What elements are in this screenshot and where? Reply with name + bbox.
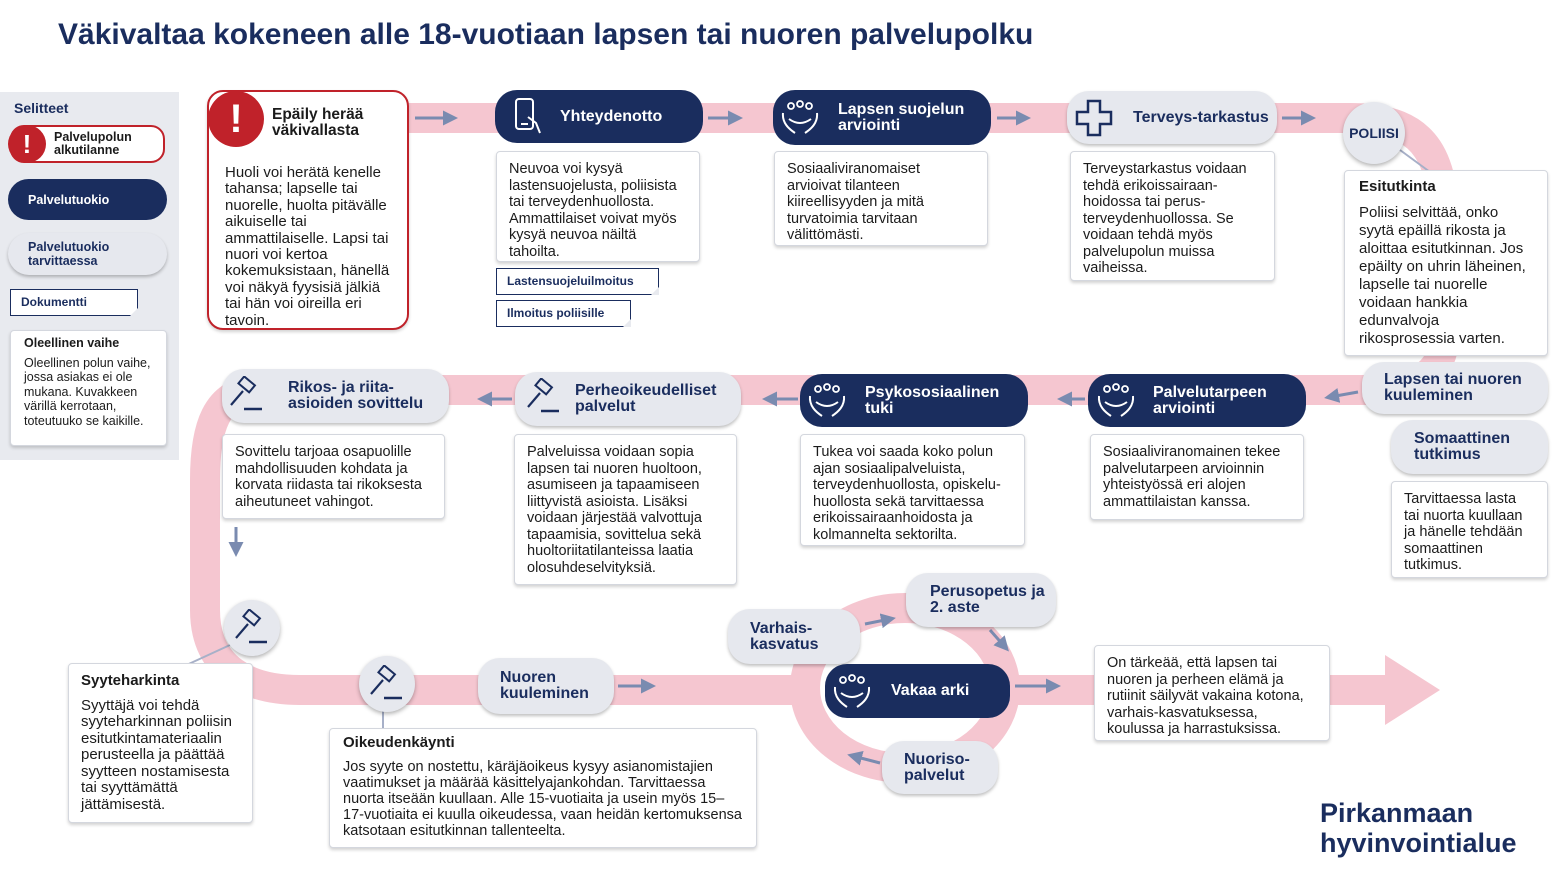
step-stable-life-text: On tärkeää, että lapsen tai nuoren ja pe…	[1107, 655, 1304, 737]
step-contact-desc: Neuvoa voi kysyä lastensuojelusta, polii…	[496, 151, 700, 262]
police-badge[interactable]: POLIISI	[1343, 102, 1405, 164]
step-stable-life-desc: On tärkeää, että lapsen tai nuoren ja pe…	[1094, 645, 1330, 741]
legend-document-label: Dokumentti	[21, 295, 87, 309]
phone-icon	[510, 97, 544, 135]
legend-service-label: Palvelutuokio	[28, 192, 110, 207]
step-school[interactable]: Perusopetus ja 2. aste	[906, 573, 1056, 627]
step-youth-services[interactable]: Nuoriso-palvelut	[882, 741, 998, 794]
legend-title: Selitteet	[14, 100, 69, 116]
flow-arrows	[228, 110, 1359, 766]
brand-line1: Pirkanmaan	[1320, 798, 1474, 828]
trial-text: Jos syyte on nostettu, käräjäoikeus kysy…	[343, 759, 742, 839]
step-family-law-text: Palveluissa voidaan sopia lapsen tai nuo…	[527, 444, 702, 576]
step-early-education-label: Varhais-kasvatus	[750, 619, 819, 653]
step-somatic[interactable]: Somaattinen tutkimus	[1391, 420, 1548, 474]
step-contact-text: Neuvoa voi kysyä lastensuojelusta, polii…	[509, 161, 677, 260]
step-health[interactable]: Terveys-tarkastus	[1067, 91, 1277, 144]
step-child-protection-desc: Sosiaaliviranomaiset arvioivat tilanteen…	[774, 151, 988, 246]
step-psychosocial[interactable]: Psykososiaalinen tuki	[800, 374, 1028, 427]
trial-badge[interactable]	[359, 656, 415, 712]
page-title: Väkivaltaa kokeneen alle 18-vuotiaan lap…	[58, 18, 1034, 51]
step-contact-label: Yhteydenotto	[560, 107, 663, 125]
start-card: Huoli voi herätä kenelle tahansa; lapsel…	[207, 90, 409, 330]
step-health-desc: Terveystarkastus voidaan tehdä erikoissa…	[1070, 151, 1275, 281]
step-needs-text: Sosiaaliviranomainen tekee palvelutarpee…	[1103, 444, 1281, 510]
step-child-protection-label: Lapsen suojelun arviointi	[838, 100, 965, 134]
step-somatic-desc: Tarvittaessa lasta tai nuorta kuullaan j…	[1391, 481, 1548, 578]
start-text: Huoli voi herätä kenelle tahansa; lapsel…	[225, 164, 390, 329]
doc-police-report[interactable]: Ilmoitus poliisille	[496, 300, 631, 327]
step-youth-hearing-label: Nuoren kuuleminen	[500, 669, 589, 702]
hands-group-icon	[1095, 380, 1137, 420]
step-mediation-text: Sovittelu tarjoaa osapuolille mahdollisu…	[235, 444, 422, 510]
step-mediation[interactable]: Rikos- ja riita-asioiden sovittelu	[222, 369, 449, 423]
step-somatic-text: Tarvittaessa lasta tai nuorta kuullaan j…	[1404, 491, 1523, 573]
hands-group-icon	[831, 671, 873, 711]
step-child-protection[interactable]: Lapsen suojelun arviointi	[773, 90, 991, 145]
legend-document: Dokumentti	[10, 289, 138, 316]
legend-start-label: Palvelupolun alkutilanne	[54, 130, 132, 157]
step-somatic-label: Somaattinen tutkimus	[1414, 430, 1511, 463]
exclamation-icon: !	[208, 91, 264, 147]
step-youth-hearing[interactable]: Nuoren kuuleminen	[478, 658, 614, 714]
police-desc: Esitutkinta Poliisi selvittää, onko syyt…	[1344, 170, 1548, 356]
brand-line2: hyvinvointialue	[1320, 828, 1517, 858]
legend-essential: Oleellinen vaihe Oleellinen polun vaihe,…	[10, 330, 167, 446]
step-family-law[interactable]: Perheoikeudelliset palvelut	[515, 372, 741, 426]
legend-essential-title: Oleellinen vaihe	[24, 336, 120, 350]
police-title: Esitutkinta	[1359, 178, 1436, 195]
step-school-label: Perusopetus ja 2. aste	[930, 583, 1045, 616]
step-psychosocial-label: Psykososiaalinen tuki	[865, 383, 1000, 417]
step-mediation-desc: Sovittelu tarjoaa osapuolille mahdollisu…	[222, 434, 445, 519]
legend-service: Palvelutuokio	[8, 179, 167, 220]
prosecution-text: Syyttäjä voi tehdä syyteharkinnan poliis…	[81, 696, 232, 813]
trial-desc: Oikeudenkäynti Jos syyte on nostettu, kä…	[329, 728, 757, 848]
step-child-protection-text: Sosiaaliviranomaiset arvioivat tilanteen…	[787, 161, 924, 243]
exclamation-icon: !	[8, 125, 46, 163]
step-family-law-label: Perheoikeudelliset palvelut	[575, 382, 717, 415]
legend: Selitteet Palvelupolun alkutilanne ! Pal…	[0, 92, 179, 460]
gavel-icon	[228, 376, 266, 414]
prosecution-title: Syyteharkinta	[81, 672, 180, 689]
legend-service-optional: Palvelutuokio tarvittaessa	[8, 233, 167, 275]
police-label: POLIISI	[1349, 125, 1399, 141]
hands-group-icon	[806, 380, 848, 420]
hands-group-icon	[779, 97, 821, 137]
step-health-text: Terveystarkastus voidaan tehdä erikoissa…	[1083, 161, 1247, 276]
doc-child-welfare-notice[interactable]: Lastensuojeluilmoitus	[496, 268, 659, 295]
step-mediation-label: Rikos- ja riita-asioiden sovittelu	[288, 379, 424, 412]
step-needs-label: Palvelutarpeen arviointi	[1153, 383, 1267, 417]
step-stable-life[interactable]: Vakaa arki	[825, 664, 1010, 718]
gavel-icon	[370, 665, 402, 700]
gavel-icon	[235, 609, 267, 644]
step-family-law-desc: Palveluissa voidaan sopia lapsen tai nuo…	[514, 434, 737, 585]
step-hearing-label: Lapsen tai nuoren kuuleminen	[1384, 371, 1522, 404]
step-health-label: Terveys-tarkastus	[1133, 108, 1269, 126]
police-text: Poliisi selvittää, onko syytä epäillä ri…	[1359, 204, 1526, 347]
step-hearing[interactable]: Lapsen tai nuoren kuuleminen	[1362, 362, 1548, 414]
start-title: Epäily herää väkivallasta	[272, 106, 364, 139]
legend-service-optional-label: Palvelutuokio tarvittaessa	[28, 240, 110, 268]
step-psychosocial-text: Tukea voi saada koko polun ajan sosiaali…	[813, 444, 1001, 543]
gavel-icon	[525, 378, 563, 416]
step-early-education[interactable]: Varhais-kasvatus	[728, 609, 860, 664]
prosecution-desc: Syyteharkinta Syyttäjä voi tehdä syyteha…	[68, 663, 253, 823]
doc-police-report-label: Ilmoitus poliisille	[507, 306, 605, 320]
brand-logo: Pirkanmaan hyvinvointialue	[1320, 798, 1517, 858]
step-stable-life-label: Vakaa arki	[891, 682, 970, 699]
step-psychosocial-desc: Tukea voi saada koko polun ajan sosiaali…	[800, 434, 1025, 546]
legend-essential-text: Oleellinen polun vaihe, jossa asiakas ei…	[24, 355, 151, 428]
step-needs-desc: Sosiaaliviranomainen tekee palvelutarpee…	[1090, 434, 1304, 520]
trial-title: Oikeudenkäynti	[343, 734, 455, 751]
prosecution-badge[interactable]	[224, 600, 280, 656]
doc-child-welfare-notice-label: Lastensuojeluilmoitus	[507, 274, 634, 288]
medical-cross-icon	[1075, 99, 1113, 137]
step-needs[interactable]: Palvelutarpeen arviointi	[1088, 374, 1306, 427]
step-contact[interactable]: Yhteydenotto	[495, 90, 703, 143]
step-youth-services-label: Nuoriso-palvelut	[904, 750, 970, 784]
